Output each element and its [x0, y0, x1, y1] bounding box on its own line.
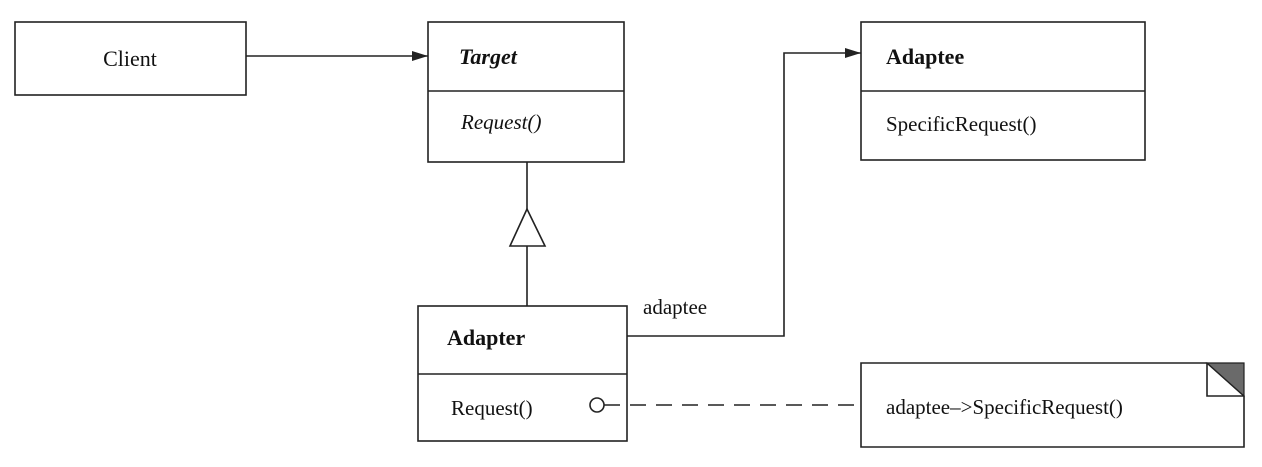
adapter-class[interactable]: Adapter Request() [417, 305, 628, 442]
association-role-label: adaptee [643, 295, 707, 319]
implementation-note: adaptee–>SpecificRequest() [860, 362, 1245, 448]
adaptee-specificrequest-method: SpecificRequest() [886, 112, 1036, 136]
adaptee-class[interactable]: Adaptee SpecificRequest() [860, 21, 1146, 161]
note-anchor-circle [589, 397, 605, 413]
target-class[interactable]: Target Request() [427, 21, 625, 163]
client-class[interactable]: Client [14, 21, 247, 96]
adapter-class-name: Adapter [447, 325, 525, 350]
note-text: adaptee–>SpecificRequest() [886, 395, 1123, 419]
adapter-adaptee-association [627, 48, 861, 337]
target-request-method: Request() [460, 110, 541, 134]
client-class-name: Client [103, 46, 157, 71]
adapter-request-method: Request() [451, 396, 533, 420]
generalization-arrow [508, 162, 547, 306]
adaptee-class-name: Adaptee [886, 44, 964, 69]
target-class-name: Target [459, 44, 518, 69]
